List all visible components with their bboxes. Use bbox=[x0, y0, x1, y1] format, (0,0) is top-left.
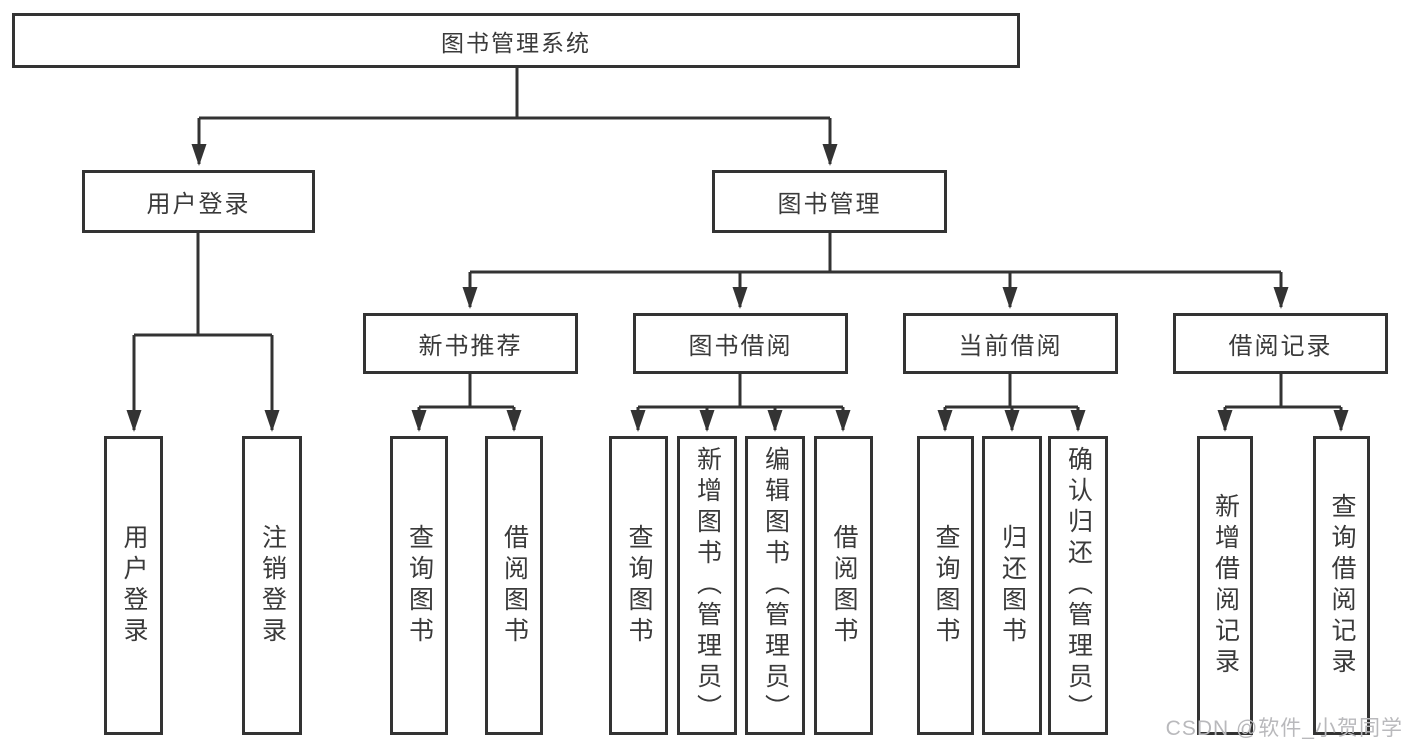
node-library-management-system: 图书管理系统 bbox=[12, 13, 1020, 68]
node-user-login: 用户登录 bbox=[82, 170, 315, 233]
node-book-management: 图书管理 bbox=[712, 170, 947, 233]
leaf-query-borrow-record: 查询借阅记录 bbox=[1313, 436, 1370, 735]
leaf-return-books: 归还图书 bbox=[982, 436, 1042, 735]
leaf-add-books-admin: 新增图书（管理员） bbox=[677, 436, 737, 735]
node-new-book-recommend: 新书推荐 bbox=[363, 313, 578, 374]
leaf-query-books-recommend: 查询图书 bbox=[390, 436, 448, 735]
leaf-edit-books-admin: 编辑图书（管理员） bbox=[745, 436, 805, 735]
leaf-query-books-borrow: 查询图书 bbox=[609, 436, 668, 735]
node-borrow-records: 借阅记录 bbox=[1173, 313, 1388, 374]
leaf-query-books-current: 查询图书 bbox=[917, 436, 974, 735]
leaf-logout: 注销登录 bbox=[242, 436, 302, 735]
leaf-borrow-books-recommend: 借阅图书 bbox=[485, 436, 543, 735]
node-book-borrow: 图书借阅 bbox=[633, 313, 848, 374]
node-current-borrow: 当前借阅 bbox=[903, 313, 1118, 374]
leaf-confirm-return-admin: 确认归还（管理员） bbox=[1048, 436, 1108, 735]
leaf-add-borrow-record: 新增借阅记录 bbox=[1197, 436, 1253, 735]
leaf-borrow-books: 借阅图书 bbox=[814, 436, 873, 735]
leaf-user-login: 用户登录 bbox=[104, 436, 163, 735]
